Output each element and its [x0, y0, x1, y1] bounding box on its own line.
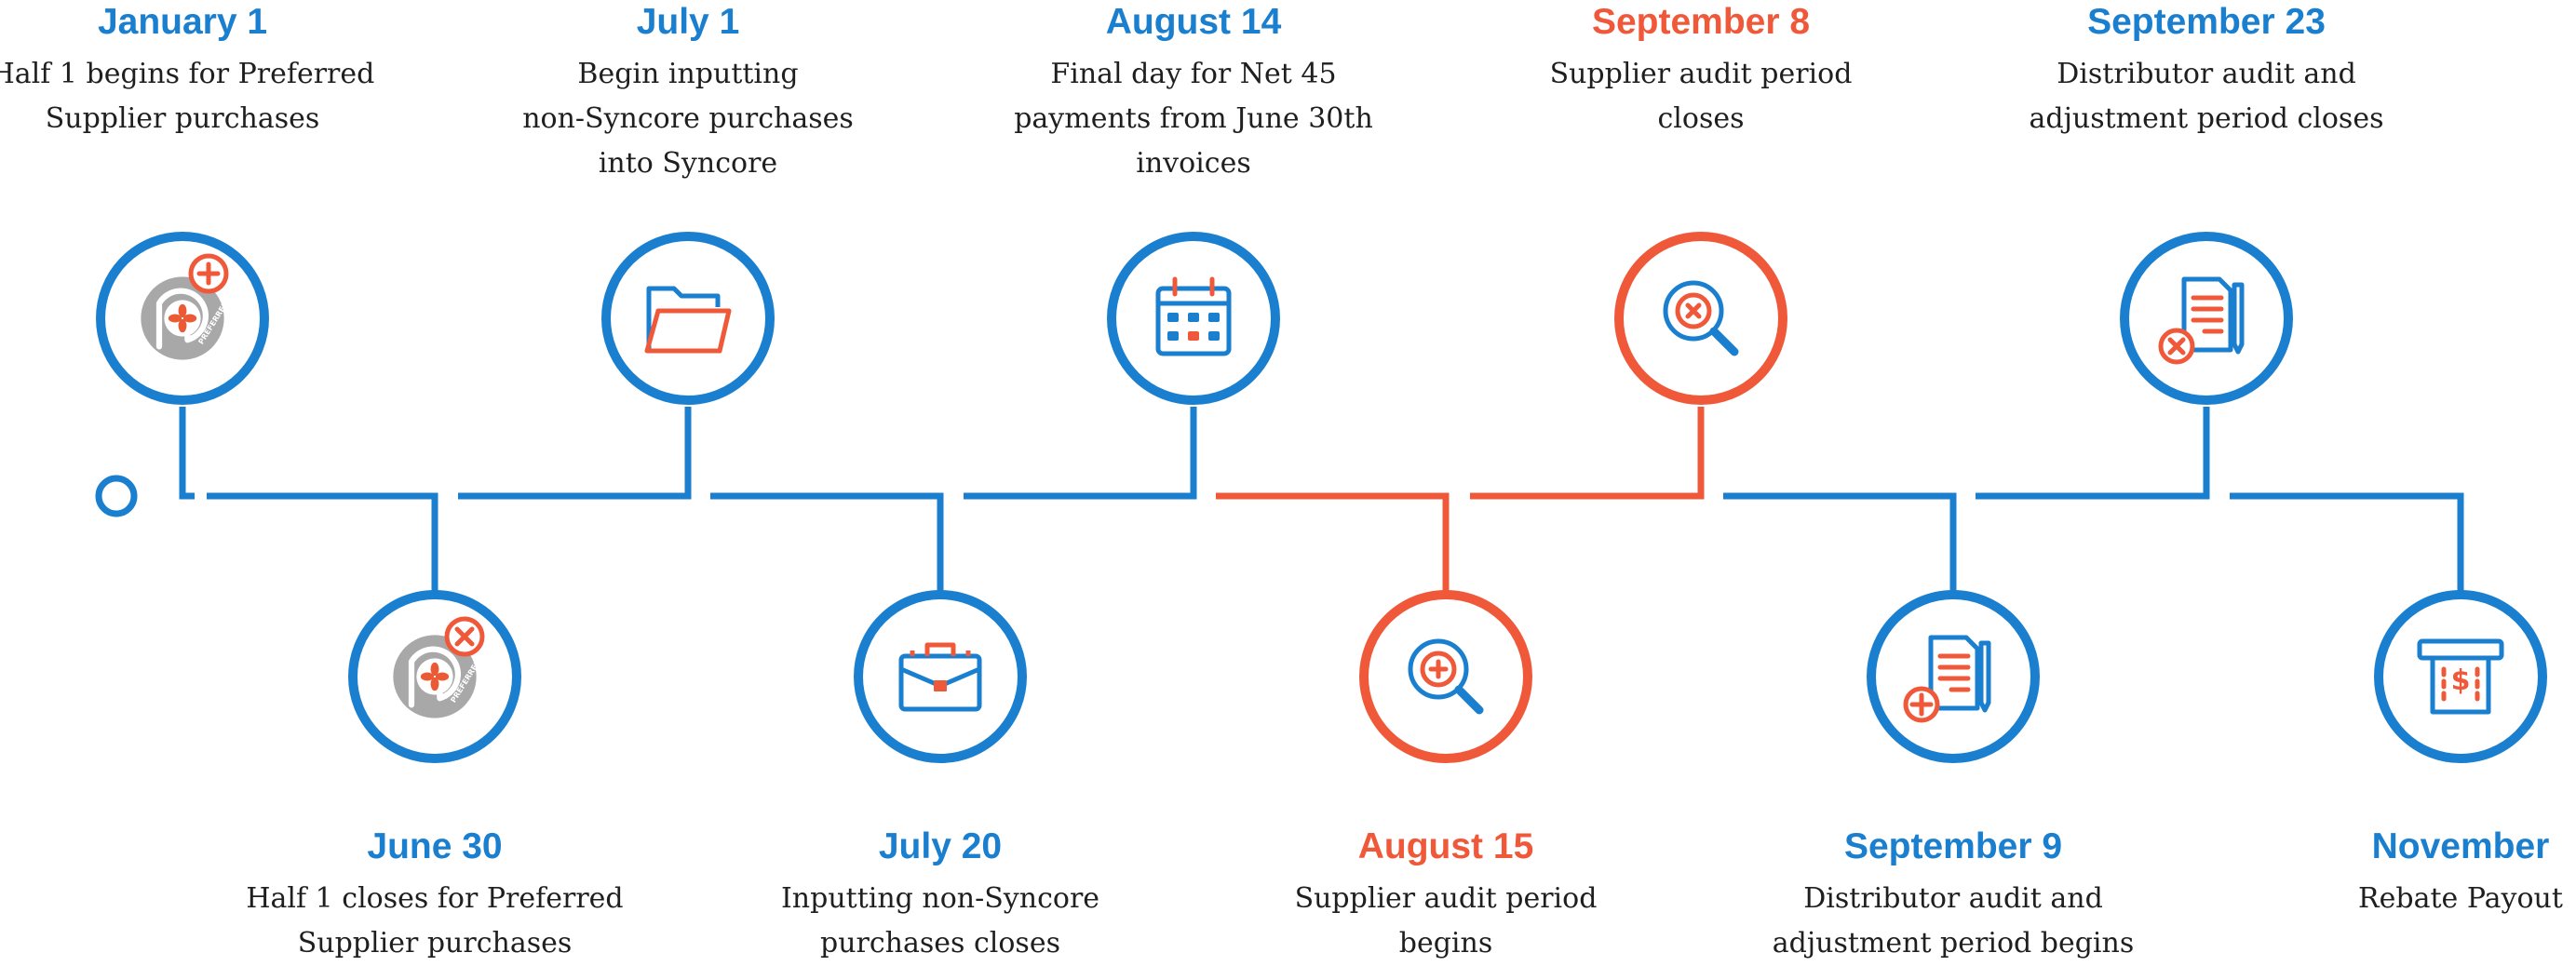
event-august-14: August 14 Final day for Net 45 payments … [951, 0, 1436, 186]
event-description: Half 1 begins for Preferred Supplier pur… [0, 58, 375, 135]
svg-text:$: $ [2451, 664, 2471, 697]
connector-6 [1216, 492, 1450, 592]
event-date: August 14 [1105, 2, 1282, 42]
node-august-15 [1359, 590, 1532, 763]
event-description: Half 1 closes for Preferred Supplier pur… [246, 882, 624, 959]
preferred-logo-remove-icon [393, 616, 485, 718]
calendar-icon [1155, 276, 1232, 356]
event-date: September 9 [1843, 826, 2063, 866]
event-date: July 20 [878, 826, 1003, 866]
node-august-14 [1107, 232, 1280, 405]
event-date: August 15 [1357, 826, 1534, 866]
event-date: June 30 [367, 826, 503, 866]
connector-1 [179, 407, 195, 500]
event-august-15: August 15 Supplier audit period begins [1204, 825, 1688, 966]
folder-icon [644, 286, 732, 354]
atm-cash-icon: $ [2417, 638, 2504, 715]
node-september-9 [1867, 590, 2040, 763]
connector-7 [1470, 407, 1705, 500]
event-november: November Rebate Payout [2219, 825, 2576, 921]
event-description: Distributor audit and adjustment period … [2029, 58, 2384, 135]
event-july-20: July 20 Inputting non-Syncore purchases … [698, 825, 1182, 966]
connector-2 [207, 492, 438, 592]
node-september-8 [1614, 232, 1787, 405]
magnifier-x-icon [1663, 280, 1739, 356]
node-july-20 [854, 590, 1027, 763]
event-september-23: September 23 Distributor audit and adjus… [1964, 0, 2448, 141]
connector-3 [458, 407, 692, 500]
node-january-1 [96, 232, 269, 405]
event-description: Inputting non-Syncore purchases closes [780, 882, 1100, 959]
event-september-9: September 9 Distributor audit and adjust… [1711, 825, 2195, 966]
event-date: September 8 [1591, 2, 1811, 42]
event-june-30: June 30 Half 1 closes for Preferred Supp… [193, 825, 677, 966]
connector-8 [1723, 492, 1957, 592]
event-description: Distributor audit and adjustment period … [1772, 882, 2135, 959]
node-september-23 [2120, 232, 2293, 405]
briefcase-icon [898, 642, 982, 712]
event-date: January 1 [97, 2, 268, 42]
preferred-logo-add-icon [141, 253, 230, 360]
event-date: July 1 [636, 2, 740, 42]
connector-9 [1976, 407, 2210, 500]
document-remove-icon [2158, 276, 2245, 365]
event-january-1: January 1 Half 1 begins for Preferred Su… [0, 0, 425, 141]
node-november: $ [2374, 590, 2547, 763]
event-description: Final day for Net 45 payments from June … [1014, 58, 1373, 180]
node-july-1 [601, 232, 775, 405]
event-date: November [2371, 826, 2550, 866]
magnifier-plus-icon [1408, 638, 1484, 715]
event-september-8: September 8 Supplier audit period closes [1459, 0, 1943, 141]
timeline-start-dot [95, 475, 138, 517]
event-description: Supplier audit period begins [1294, 882, 1598, 959]
document-add-icon [1903, 635, 1991, 723]
connector-5 [964, 407, 1197, 500]
node-june-30 [348, 590, 521, 763]
event-description: Begin inputting non-Syncore purchases in… [522, 58, 854, 180]
event-date: September 23 [2087, 2, 2326, 42]
event-july-1: July 1 Begin inputting non-Syncore purch… [446, 0, 930, 186]
connector-4 [710, 492, 944, 592]
event-description: Supplier audit period closes [1549, 58, 1853, 135]
event-description: Rebate Payout [2358, 882, 2563, 915]
connector-10 [2230, 492, 2464, 592]
